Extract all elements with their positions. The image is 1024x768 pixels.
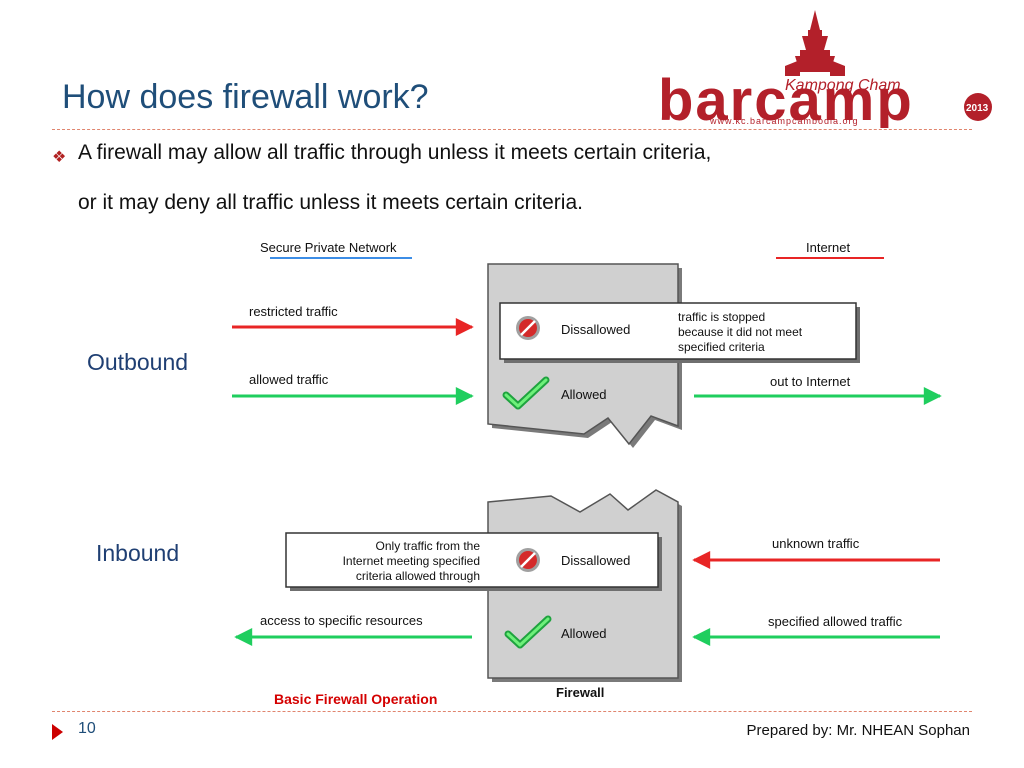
allowed-traffic-label: allowed traffic [249, 372, 329, 387]
logo-year: 2013 [966, 103, 989, 114]
restricted-traffic-label: restricted traffic [249, 304, 338, 319]
inbound-note-box [285, 532, 659, 588]
inbound-label: Inbound [96, 540, 180, 566]
inbound-disallowed-label: Dissallowed [561, 553, 630, 568]
temple-icon [785, 10, 845, 76]
bullet-line-2: or it may deny all traffic unless it mee… [78, 191, 583, 214]
prohibited-icon [516, 316, 540, 340]
inbound-note-line-2: Internet meeting specified [343, 554, 480, 568]
page-marker-icon [52, 724, 63, 740]
unknown-traffic-label: unknown traffic [772, 536, 860, 551]
outbound-label: Outbound [87, 349, 189, 375]
legend-private-label: Secure Private Network [260, 240, 397, 255]
inbound-note-line-1: Only traffic from the [376, 539, 481, 553]
diagram-caption: Basic Firewall Operation [274, 691, 438, 707]
logo-wordmark: barcamp [658, 68, 914, 128]
outbound-note-line-2: because it did not meet [678, 325, 803, 339]
logo-city-text: Kampong Cham [785, 77, 901, 94]
out-to-internet-label: out to Internet [770, 374, 851, 389]
bullet-line-1: A firewall may allow all traffic through… [78, 141, 712, 164]
logo-url: www.kc.barcampcambodia.org [709, 116, 859, 126]
diamond-bullet-icon: ❖ [52, 149, 67, 166]
firewall-label: Firewall [556, 685, 604, 700]
page-number: 10 [78, 720, 96, 737]
slide-title: How does firewall work? [62, 78, 429, 116]
prohibited-icon [516, 548, 540, 572]
outbound-disallowed-label: Dissallowed [561, 322, 630, 337]
footer-divider [52, 711, 972, 712]
inbound-allowed-label: Allowed [561, 626, 607, 641]
specified-traffic-label: specified allowed traffic [768, 614, 903, 629]
barcamp-logo: Kampong Cham barcamp 2013 www.kc.barcamp… [650, 0, 1000, 133]
title-divider [52, 129, 972, 130]
access-resources-label: access to specific resources [260, 613, 423, 628]
outbound-allowed-label: Allowed [561, 387, 607, 402]
legend-internet-label: Internet [806, 240, 850, 255]
outbound-note-line-3: specified criteria [678, 340, 765, 354]
outbound-note-line-1: traffic is stopped [678, 310, 765, 324]
outbound-note-box [499, 302, 857, 360]
footer-credit: Prepared by: Mr. NHEAN Sophan [746, 722, 970, 739]
inbound-note-line-3: criteria allowed through [356, 569, 480, 583]
